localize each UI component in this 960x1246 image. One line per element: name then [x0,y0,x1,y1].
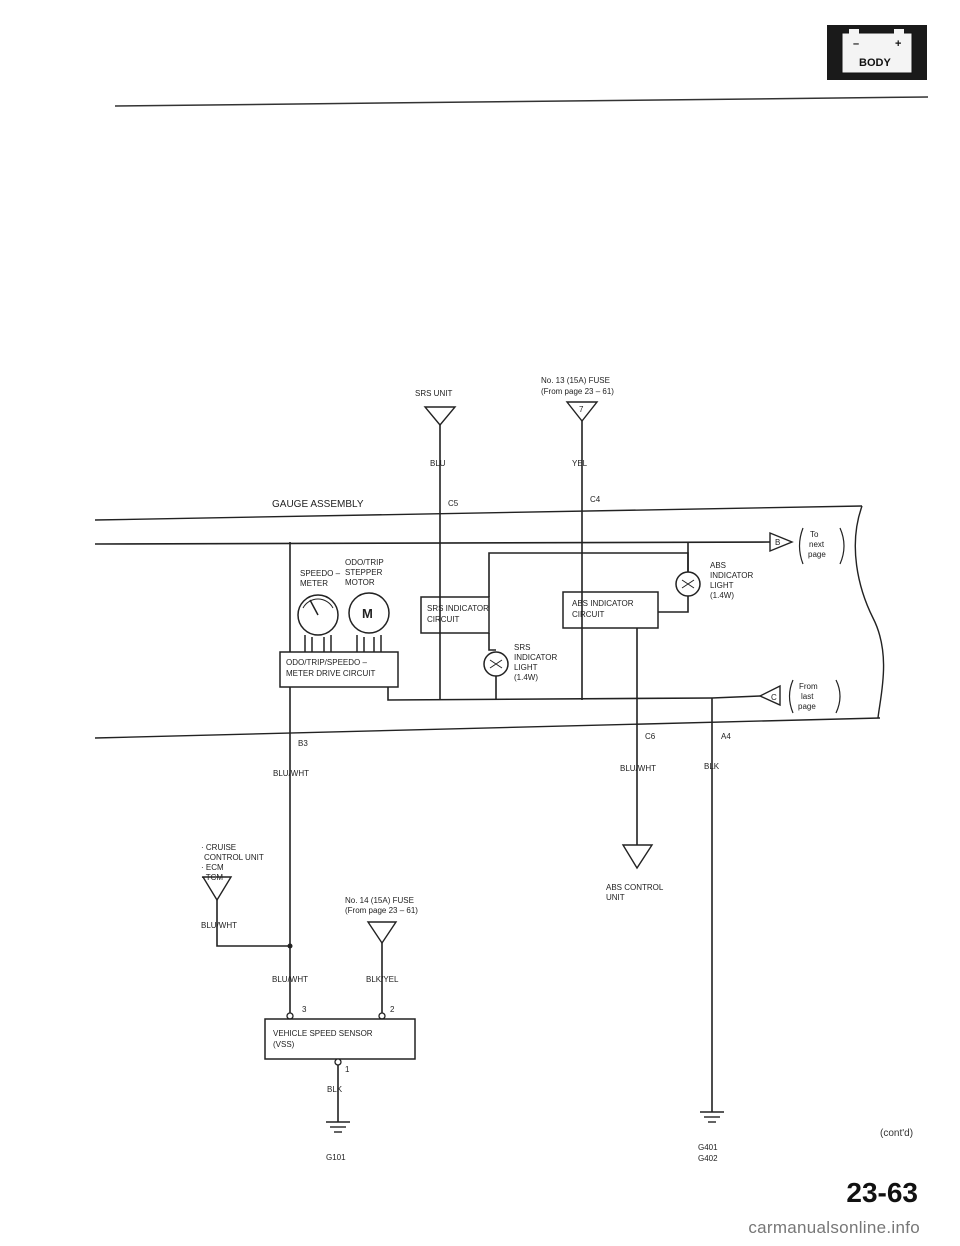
connector-b3: B3 [298,739,308,748]
badge-label: BODY [859,57,891,69]
from-last-2: last [801,692,814,701]
badge-minus: – [853,38,859,50]
odo-label-3: MOTOR [345,578,375,587]
abs-circuit-1: ABS INDICATOR [572,599,634,608]
odo-speedo-drive-circuit-box [279,651,399,688]
gauge-assembly-label: GAUGE ASSEMBLY [272,499,364,510]
wire-bluwht-2: BLU/WHT [620,764,656,773]
badge-plus: + [895,38,901,50]
body-battery-badge-icon: – + BODY [827,25,927,80]
fuse14-arrow-icon [366,921,398,945]
connector-c5: C5 [448,499,459,508]
to-next-page-bracket-icon [798,527,845,565]
cruise-ecm-tcm-arrow-icon [201,876,233,902]
ground-g401-label: G401 [698,1143,718,1152]
vss-pin-1: 1 [345,1065,350,1074]
connector-c6: C6 [645,732,656,741]
cruise-3: · ECM [201,863,224,872]
ground-g101-label: G101 [326,1153,346,1162]
watermark: carmanualsonline.info [748,1218,920,1237]
connector-c4: C4 [590,495,601,504]
abs-control-unit-arrow-icon [621,844,654,870]
srs-light-3: LIGHT [514,663,538,672]
speedo-label-2: METER [300,579,328,588]
srs-indicator-circuit-box [420,596,490,634]
srs-circuit-2: CIRCUIT [427,615,460,624]
abs-light-2: INDICATOR [710,571,753,580]
arrow-c-letter: C [771,693,777,702]
cruise-2: CONTROL UNIT [204,853,264,862]
speedometer-gauge-icon [297,594,339,652]
srs-unit-arrow-icon [423,406,457,427]
from-last-1: From [799,682,818,691]
speedo-label-1: SPEEDO – [300,569,341,578]
fuse13-label: No. 13 (15A) FUSE [541,376,610,385]
abs-light-1: ABS [710,561,726,570]
fuse14-label: No. 14 (15A) FUSE [345,896,414,905]
motor-m: M [362,606,373,621]
srs-light-1: SRS [514,643,530,652]
wire-blu-label: BLU [430,459,446,468]
abs-indicator-circuit-box [562,591,659,629]
srs-light-4: (1.4W) [514,673,538,682]
cruise-1: · CRUISE [201,843,236,852]
to-next-2: next [809,540,825,549]
abs-light-4: (1.4W) [710,591,734,600]
odo-label-2: STEPPER [345,568,383,577]
vss-label-2: (VSS) [273,1040,295,1049]
srs-indicator-lamp-icon [483,651,509,677]
to-next-1: To [810,530,819,539]
vehicle-speed-sensor-box [264,1018,416,1060]
srs-unit-label: SRS UNIT [415,389,452,398]
connector-a4: A4 [721,732,731,741]
wire-blk-1: BLK [704,762,720,771]
wire-bluwht-3: BLU/WHT [201,921,237,930]
from-last-page-bracket-icon [788,679,841,714]
arrow-b-letter: B [775,538,780,547]
abs-indicator-lamp-icon [675,571,701,597]
page-number: 23-63 [846,1177,918,1208]
arrow-b-to-next-page-icon [769,531,794,553]
wire-bluwht-4: BLU/WHT [272,975,308,984]
fuse13-arrow-icon [565,401,599,423]
vss-label-1: VEHICLE SPEED SENSOR [273,1029,373,1038]
to-next-3: page [808,550,826,559]
ground-g101-icon [326,1121,350,1133]
arrow-c-from-last-page-icon [758,684,781,707]
odo-label-1: ODO/TRIP [345,558,384,567]
srs-circuit-1: SRS INDICATOR [427,604,489,613]
drive-circuit-2: METER DRIVE CIRCUIT [286,669,375,678]
abs-control-1: ABS CONTROL [606,883,664,892]
stepper-motor-icon [348,592,390,652]
gauge-assembly-outline [94,505,885,739]
srs-light-2: INDICATOR [514,653,557,662]
abs-light-3: LIGHT [710,581,734,590]
vss-pin-2: 2 [390,1005,395,1014]
wire-blkyel: BLK/YEL [366,975,399,984]
wire-bluwht-1: BLU/WHT [273,769,309,778]
abs-control-2: UNIT [606,893,625,902]
fuse13-from: (From page 23 – 61) [541,387,614,396]
ground-g402-label: G402 [698,1154,718,1163]
ground-g401-icon [700,1111,724,1123]
header-rule [114,96,929,107]
fuse13-terminal: 7 [579,405,584,414]
wire-yel-label: YEL [572,459,588,468]
drive-circuit-1: ODO/TRIP/SPEEDO – [286,658,367,667]
fuse14-from: (From page 23 – 61) [345,906,418,915]
abs-circuit-2: CIRCUIT [572,610,605,619]
from-last-3: page [798,702,816,711]
continued-note: (cont'd) [880,1128,914,1139]
wire-blk-2: BLK [327,1085,343,1094]
vss-pin-3: 3 [302,1005,307,1014]
